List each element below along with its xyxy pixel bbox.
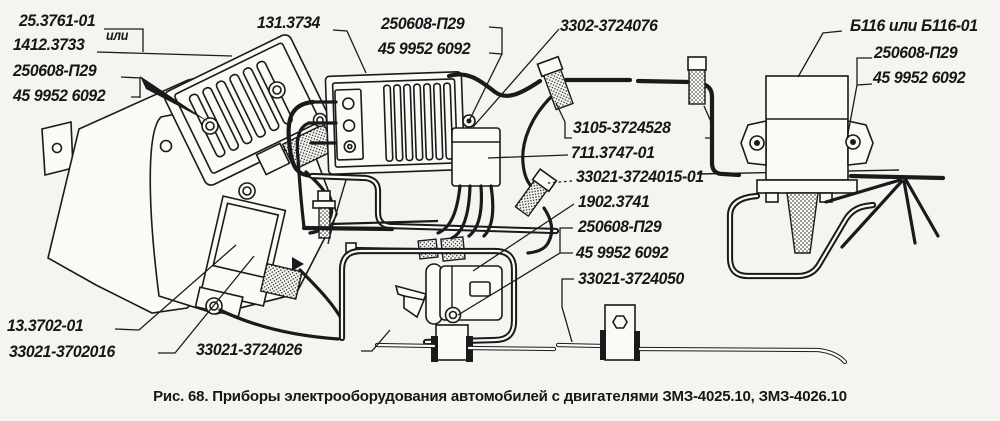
ignition-coil-drawing [696, 75, 946, 280]
part-label-screw-left-1: 250608-П29 [13, 61, 97, 80]
part-label-wire-050: 33021-3724050 [578, 269, 684, 288]
voltage-regulator-drawing [163, 34, 338, 235]
part-label-harness-016: 33021-3702016 [9, 342, 115, 361]
part-label-screw-mid-2: 45 9952 6092 [378, 39, 471, 58]
part-label-relay-13: 13.3702-01 [7, 316, 84, 335]
high-tension-wire-drawing [514, 55, 742, 255]
part-label-harness-026: 33021-3724026 [196, 340, 302, 359]
part-label-ht-wire: 3105-3724528 [573, 118, 671, 137]
part-label-coil: Б116 или Б116-01 [850, 16, 978, 35]
long-wire-clamp-drawing [555, 304, 848, 365]
part-label-switch: 1902.3741 [578, 192, 650, 211]
connector-3302-drawing [436, 114, 501, 240]
figure-caption: Рис. 68. Приборы электрооборудования авт… [153, 388, 847, 405]
part-label-screw-right-1: 250608-П29 [874, 43, 958, 62]
part-label-screw-switch-1: 250608-П29 [578, 217, 662, 236]
part-label-harness-3302: 3302-3724076 [560, 16, 658, 35]
part-label-screw-right-2: 45 9952 6092 [873, 68, 966, 87]
ignition-switch-drawing [374, 263, 557, 362]
harness-loop-drawing [338, 247, 518, 346]
part-label-or-word: или [106, 28, 129, 43]
ignition-module-drawing [286, 70, 543, 229]
part-label-screw-switch-2: 45 9952 6092 [576, 243, 669, 262]
part-label-harness-015: 33021-3724015-01 [576, 167, 704, 186]
part-label-regulator-alt-2: 1412.3733 [13, 35, 85, 54]
part-label-regulator-alt-1: 25.3761-01 [19, 11, 96, 30]
part-label-screw-mid-1: 250608-П29 [381, 14, 465, 33]
leader-lines [96, 26, 873, 354]
part-label-screw-left-2: 45 9952 6092 [13, 86, 106, 105]
mounting-stud-drawing [312, 190, 336, 239]
part-label-ignition-module: 131.3734 [257, 13, 320, 32]
relay-drawing [194, 182, 345, 341]
part-label-connector-711: 711.3747-01 [571, 143, 655, 162]
